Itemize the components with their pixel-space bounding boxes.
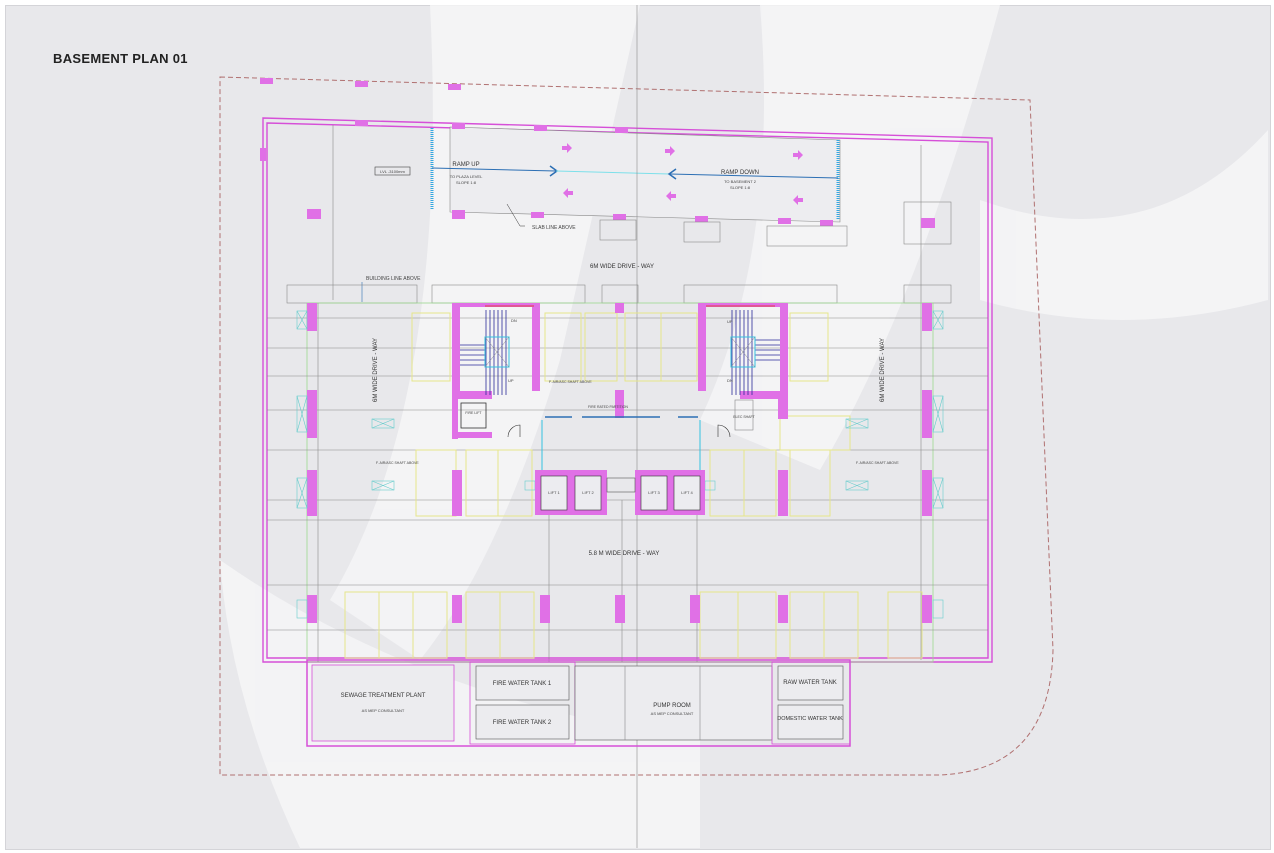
stair-up-label: UP xyxy=(727,319,733,324)
door-swing-icon xyxy=(507,424,521,438)
stp-note: AS MEP CONSULTANT xyxy=(362,708,405,713)
fire-water-tank-1-label: FIRE WATER TANK 1 xyxy=(493,681,552,687)
lift-lobby: F. AIR/ASC SHAFT ABOVE FIRE RATED PARTIT… xyxy=(535,380,705,515)
lift-2-label: LIFT 2 xyxy=(582,490,594,495)
driveway-label-top: 6M WIDE DRIVE - WAY xyxy=(590,264,654,270)
building-outline-inner xyxy=(266,122,989,659)
stair-dn-label: DN xyxy=(511,318,517,323)
ramp-up-label: RAMP UP xyxy=(452,162,479,168)
fire-water-tank-2-label: FIRE WATER TANK 2 xyxy=(493,720,552,726)
shaft-note-right: F. AIR/ASC SHAFT ABOVE xyxy=(856,461,899,465)
lift-3-label: LIFT 3 xyxy=(648,490,660,495)
service-rooms: SEWAGE TREATMENT PLANT AS MEP CONSULTANT… xyxy=(306,659,851,747)
stair-dn-label: DN xyxy=(727,378,733,383)
ramp-down-slope: SLOPE 1:8 xyxy=(730,185,751,190)
driveway-label-right: 6M WIDE DRIVE - WAY xyxy=(880,338,886,402)
fire-lift-label: FIRE LIFT xyxy=(465,411,482,415)
shaft-note-lobby: F. AIR/ASC SHAFT ABOVE xyxy=(549,380,592,384)
ramp-up-destination: TO PLAZA LEVEL xyxy=(450,174,483,179)
stair-core-left: FIRE LIFT DN UP xyxy=(452,303,540,439)
traffic-arrows-icon xyxy=(562,143,803,205)
shaft-note-left: F. AIR/ASC SHAFT ABOVE xyxy=(376,461,419,465)
door-icon xyxy=(606,477,636,493)
plan-title: BASEMENT PLAN 01 xyxy=(53,51,188,66)
lift-1-label: LIFT 1 xyxy=(548,490,560,495)
ramp: LVL -3100mm RAMP UP TO PLAZA LEVEL SLOPE… xyxy=(260,120,952,247)
stp-label: SEWAGE TREATMENT PLANT xyxy=(341,693,426,699)
slab-line-note: SLAB LINE ABOVE xyxy=(532,225,576,231)
pump-room-label: PUMP ROOM xyxy=(653,703,691,709)
parking-stalls xyxy=(344,312,923,659)
building-outline xyxy=(262,117,993,663)
door-swing-icon xyxy=(717,424,731,438)
domestic-water-tank-label: DOMESTIC WATER TANK xyxy=(777,716,843,722)
raw-water-tank-label: RAW WATER TANK xyxy=(783,680,837,686)
ramp-down-label: RAMP DOWN xyxy=(721,170,759,176)
boundary-markers xyxy=(260,78,461,90)
site-boundary xyxy=(219,76,1054,776)
elec-shaft-label: ELEC SHAFT xyxy=(733,415,755,419)
level-label: LVL -3100mm xyxy=(380,169,405,174)
lift-4-label: LIFT 4 xyxy=(681,490,693,495)
ramp-down-destination: TO BASEMENT 2 xyxy=(724,179,757,184)
columns xyxy=(307,303,932,623)
arrow-left-icon xyxy=(667,168,677,180)
driveway-label-center: 5.8 M WIDE DRIVE - WAY xyxy=(589,551,660,557)
building-line-note: BUILDING LINE ABOVE xyxy=(366,276,421,282)
driveway-label-left: 6M WIDE DRIVE - WAY xyxy=(373,338,379,402)
stair-up-label: UP xyxy=(508,378,514,383)
fire-rated-note: FIRE RATED PARTITION xyxy=(588,405,628,409)
pump-room-note: AS MEP CONSULTANT xyxy=(651,711,694,716)
ramp-up-slope: SLOPE 1:8 xyxy=(456,180,477,185)
stair-core-right: ELEC SHAFT UP DN xyxy=(698,303,788,438)
